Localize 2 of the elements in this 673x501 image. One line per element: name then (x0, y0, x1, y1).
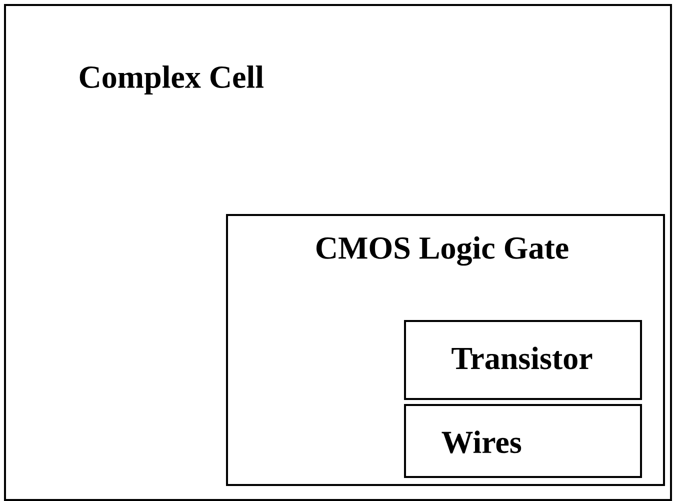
block-box: Transistor (404, 320, 642, 400)
block-box: Wires (404, 404, 642, 478)
